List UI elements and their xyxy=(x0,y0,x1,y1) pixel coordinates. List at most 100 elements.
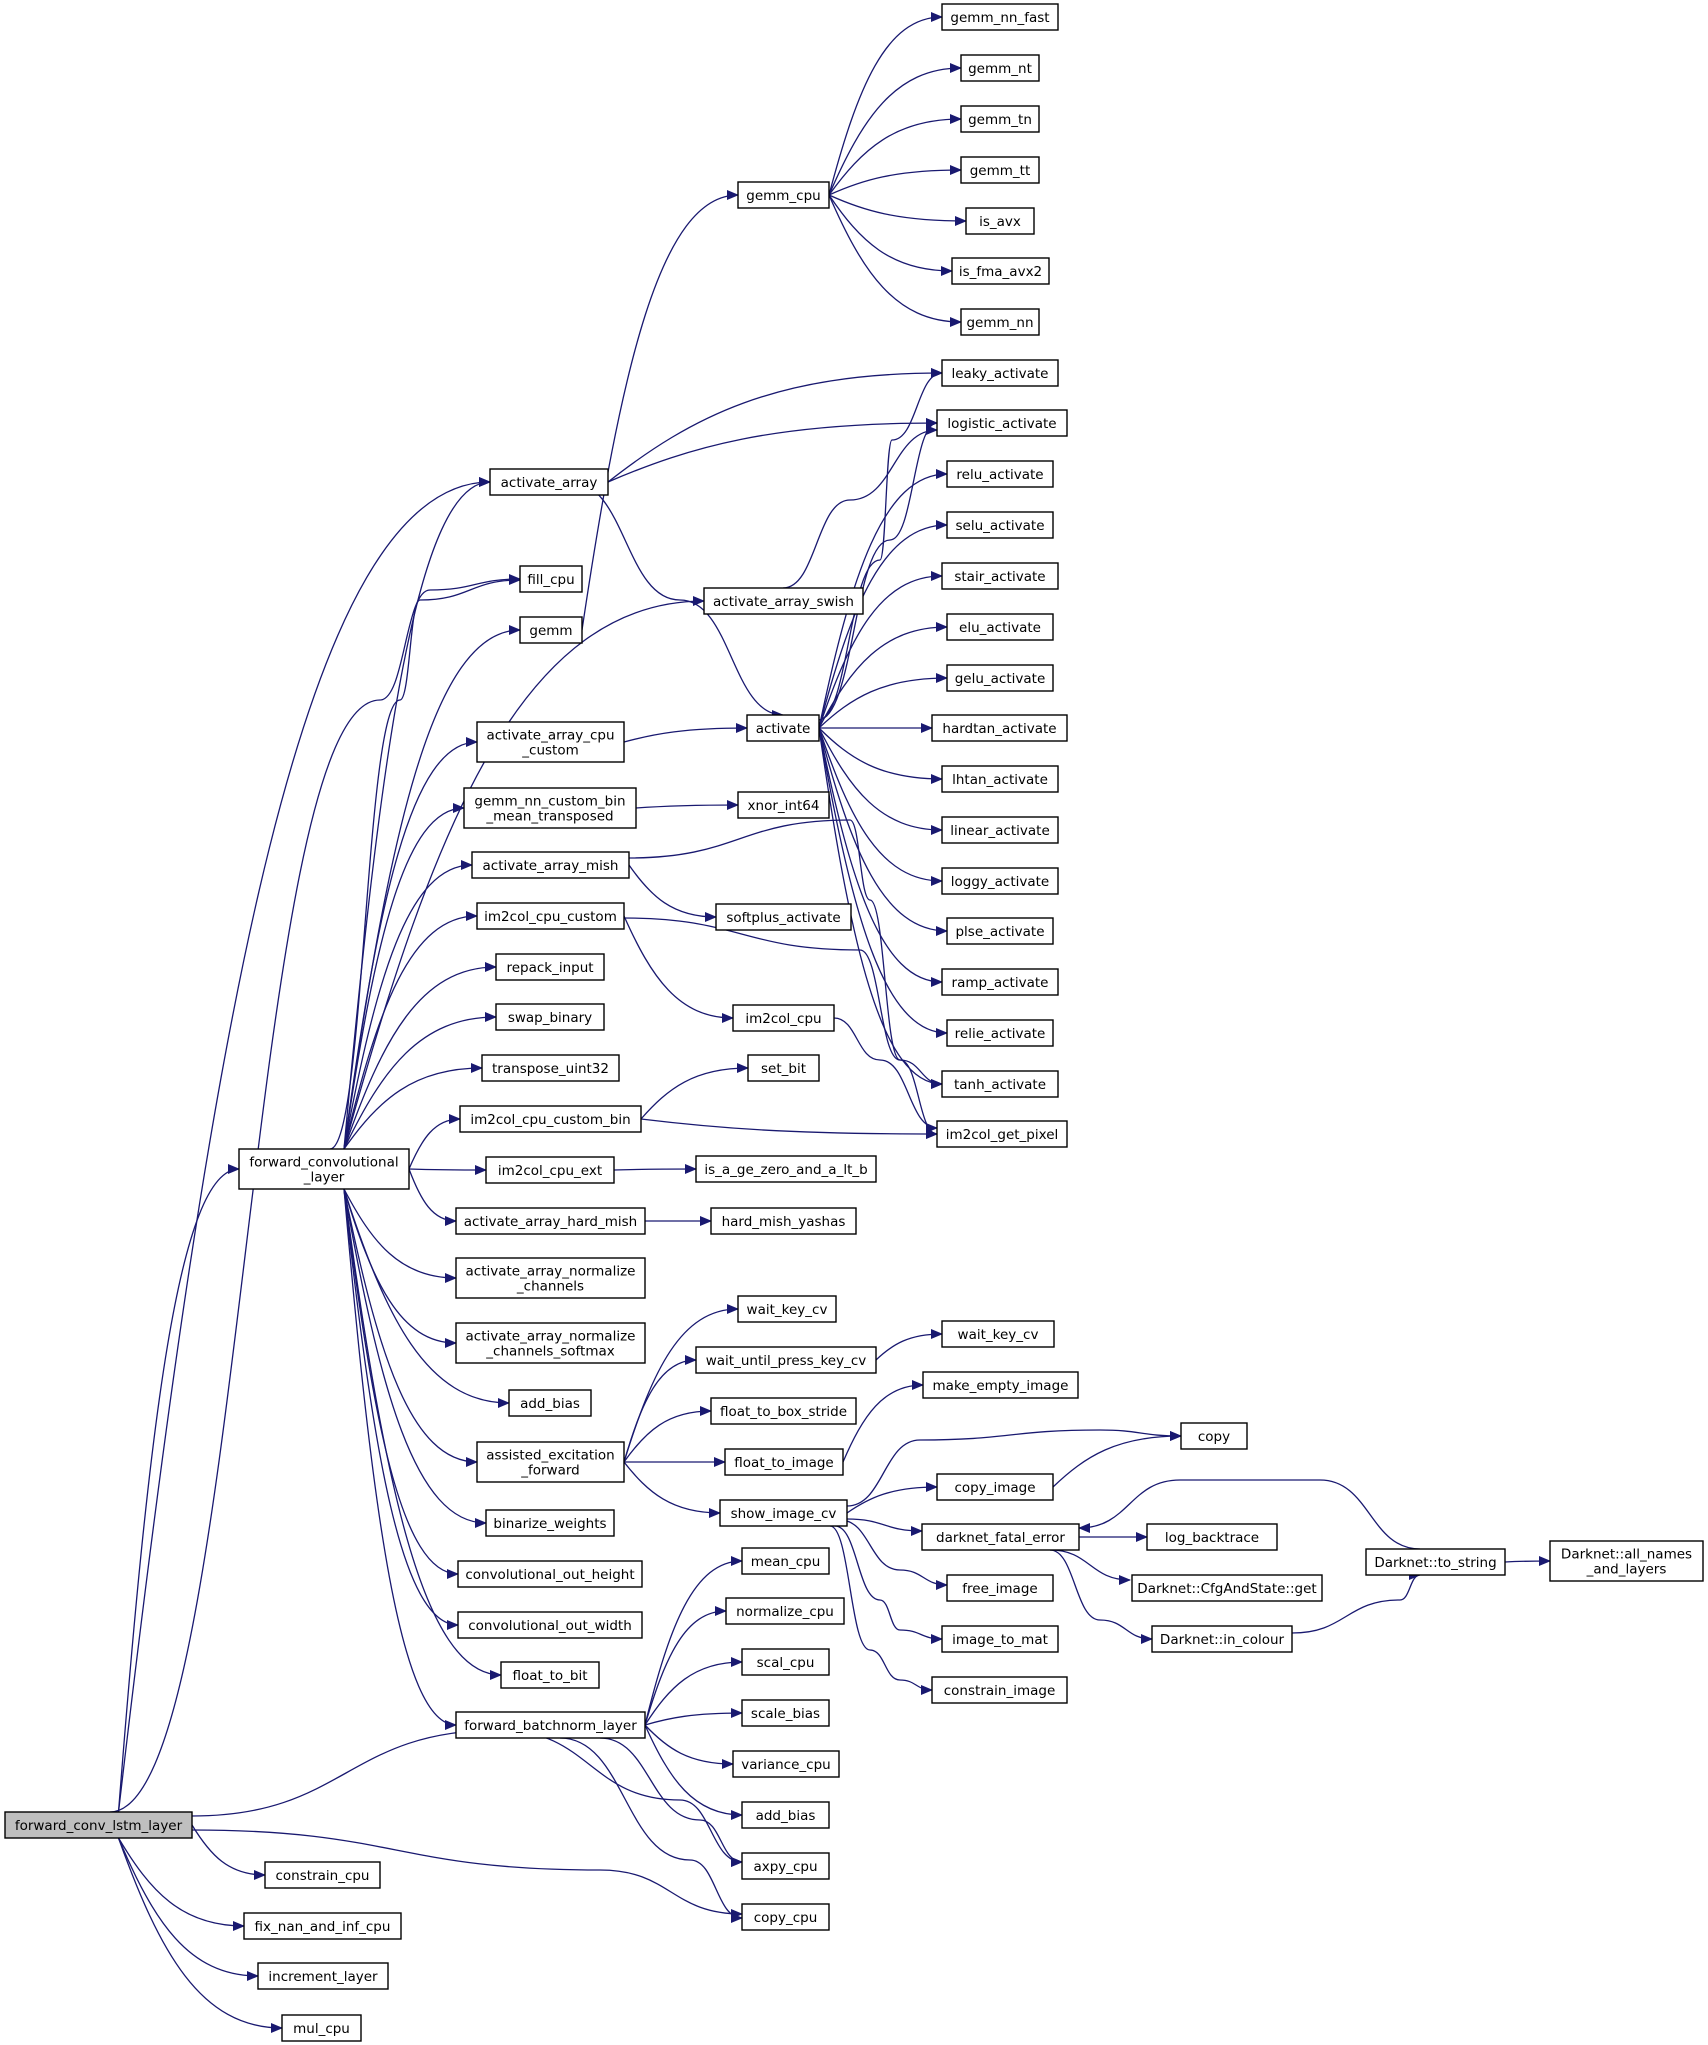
node-aacc[interactable]: activate_array_cpu_custom xyxy=(476,721,625,763)
node-stair[interactable]: stair_activate xyxy=(941,562,1059,590)
node-all-names[interactable]: Darknet::all_names_and_layers xyxy=(1549,1540,1704,1582)
node-gnncb[interactable]: gemm_nn_custom_bin_mean_transposed xyxy=(463,787,637,829)
node-set-bit[interactable]: set_bit xyxy=(747,1054,820,1082)
node-leaky[interactable]: leaky_activate xyxy=(941,359,1059,387)
node-increment-layer[interactable]: increment_layer xyxy=(257,1962,389,1990)
node-gemm-nt[interactable]: gemm_nt xyxy=(960,54,1040,82)
node-im2col-ccb[interactable]: im2col_cpu_custom_bin xyxy=(459,1105,642,1133)
node-is-avx[interactable]: is_avx xyxy=(965,207,1035,235)
node-gemm-tt[interactable]: gemm_tt xyxy=(960,156,1040,184)
node-swap-binary[interactable]: swap_binary xyxy=(495,1003,605,1031)
node-binarize-weights[interactable]: binarize_weights xyxy=(485,1509,615,1537)
node-selu[interactable]: selu_activate xyxy=(946,511,1054,539)
node-plse[interactable]: plse_activate xyxy=(946,917,1054,945)
node-label: im2col_cpu_ext xyxy=(498,1163,602,1179)
node-copy-image[interactable]: copy_image xyxy=(936,1473,1054,1501)
node-im2col-get-pixel[interactable]: im2col_get_pixel xyxy=(936,1120,1068,1148)
node-softplus[interactable]: softplus_activate xyxy=(715,903,852,931)
node-fix-nan[interactable]: fix_nan_and_inf_cpu xyxy=(243,1912,402,1940)
node-normalize-cpu[interactable]: normalize_cpu xyxy=(725,1597,845,1625)
node-to-string[interactable]: Darknet::to_string xyxy=(1365,1548,1506,1576)
node-lhtan[interactable]: lhtan_activate xyxy=(941,765,1059,793)
node-linear[interactable]: linear_activate xyxy=(941,816,1059,844)
node-float-to-image[interactable]: float_to_image xyxy=(724,1448,844,1476)
node-constrain-cpu[interactable]: constrain_cpu xyxy=(264,1861,381,1889)
node-label: activate_array_normalize xyxy=(466,1329,636,1345)
node-fcl[interactable]: forward_convolutional_layer xyxy=(238,1148,410,1190)
node-fill-cpu[interactable]: fill_cpu xyxy=(519,565,583,593)
node-coh[interactable]: convolutional_out_height xyxy=(457,1560,643,1588)
node-copy-cpu[interactable]: copy_cpu xyxy=(741,1903,830,1931)
node-gemm-nn-fast[interactable]: gemm_nn_fast xyxy=(941,3,1059,31)
node-aahm[interactable]: activate_array_hard_mish xyxy=(455,1207,646,1235)
node-make-empty-image[interactable]: make_empty_image xyxy=(922,1371,1079,1399)
node-activate-array[interactable]: activate_array xyxy=(489,468,609,496)
node-gemm-tn[interactable]: gemm_tn xyxy=(960,105,1040,133)
node-ramp[interactable]: ramp_activate xyxy=(941,968,1059,996)
node-mul-cpu[interactable]: mul_cpu xyxy=(281,2014,362,2042)
edge-fcl-to-gnncb xyxy=(343,803,465,1150)
node-im2col-cc[interactable]: im2col_cpu_custom xyxy=(476,902,625,930)
node-cfg-get[interactable]: Darknet::CfgAndState::get xyxy=(1131,1574,1323,1602)
node-logistic[interactable]: logistic_activate xyxy=(936,409,1068,437)
node-is-a-ge[interactable]: is_a_ge_zero_and_a_lt_b xyxy=(695,1155,877,1183)
edge-gemm_cpu-to-gemm_tn xyxy=(828,114,962,196)
node-cow[interactable]: convolutional_out_width xyxy=(457,1611,643,1639)
node-tanh[interactable]: tanh_activate xyxy=(941,1070,1059,1098)
node-box xyxy=(455,1257,646,1299)
node-aaswish[interactable]: activate_array_swish xyxy=(703,587,864,615)
node-hardtan[interactable]: hardtan_activate xyxy=(931,714,1068,742)
node-im2col-cpu[interactable]: im2col_cpu xyxy=(732,1004,835,1032)
node-ftbs[interactable]: float_to_box_stride xyxy=(710,1397,857,1425)
node-is-fma-avx2[interactable]: is_fma_avx2 xyxy=(951,257,1050,285)
edge-fbl-to-add_bias_2 xyxy=(644,1724,743,1820)
node-gelu[interactable]: gelu_activate xyxy=(946,664,1054,692)
node-loggy[interactable]: loggy_activate xyxy=(941,867,1059,895)
node-constrain-image[interactable]: constrain_image xyxy=(931,1676,1068,1704)
node-aancs[interactable]: activate_array_normalize_channels_softma… xyxy=(455,1322,646,1364)
node-wait-key-cv-1[interactable]: wait_key_cv xyxy=(737,1295,837,1323)
node-elu[interactable]: elu_activate xyxy=(946,613,1054,641)
node-im2col-ext[interactable]: im2col_cpu_ext xyxy=(485,1156,615,1184)
node-box xyxy=(476,721,625,763)
node-gemm[interactable]: gemm xyxy=(519,616,583,644)
edge-activate-to-tanh xyxy=(818,727,943,1089)
node-fbl[interactable]: forward_batchnorm_layer xyxy=(455,1711,646,1739)
node-scal-cpu[interactable]: scal_cpu xyxy=(741,1648,830,1676)
node-add-bias-1[interactable]: add_bias xyxy=(508,1389,592,1417)
edge-float_to_image-to-make_empty_image xyxy=(842,1380,924,1463)
node-aef[interactable]: assisted_excitation_forward xyxy=(476,1441,625,1483)
node-scale-bias[interactable]: scale_bias xyxy=(741,1699,830,1727)
node-wupk[interactable]: wait_until_press_key_cv xyxy=(695,1346,877,1374)
node-log-backtrace[interactable]: log_backtrace xyxy=(1146,1523,1278,1551)
node-relu[interactable]: relu_activate xyxy=(946,460,1054,488)
node-image-to-mat[interactable]: image_to_mat xyxy=(941,1625,1059,1653)
node-gemm-cpu[interactable]: gemm_cpu xyxy=(737,181,830,209)
node-gemm-nn[interactable]: gemm_nn xyxy=(960,308,1040,336)
node-box xyxy=(457,1611,643,1639)
node-variance-cpu[interactable]: variance_cpu xyxy=(732,1750,840,1778)
node-aanc[interactable]: activate_array_normalize_channels xyxy=(455,1257,646,1299)
node-in-colour[interactable]: Darknet::in_colour xyxy=(1151,1625,1293,1653)
node-hmy[interactable]: hard_mish_yashas xyxy=(710,1207,857,1235)
node-free-image[interactable]: free_image xyxy=(946,1574,1054,1602)
node-xnor-int64[interactable]: xnor_int64 xyxy=(737,791,830,819)
node-transpose-uint32[interactable]: transpose_uint32 xyxy=(481,1054,620,1082)
node-root[interactable]: forward_conv_lstm_layer xyxy=(4,1811,193,1839)
node-repack-input[interactable]: repack_input xyxy=(495,953,605,981)
node-copy[interactable]: copy xyxy=(1180,1422,1248,1450)
node-aamish[interactable]: activate_array_mish xyxy=(471,851,630,879)
node-relie[interactable]: relie_activate xyxy=(946,1019,1054,1047)
node-activate[interactable]: activate xyxy=(746,714,820,742)
node-wait-key-cv-2[interactable]: wait_key_cv xyxy=(941,1320,1055,1348)
node-add-bias-2[interactable]: add_bias xyxy=(741,1801,830,1829)
node-label: mean_cpu xyxy=(751,1554,821,1570)
node-dfe[interactable]: darknet_fatal_error xyxy=(921,1523,1080,1551)
node-show-image-cv[interactable]: show_image_cv xyxy=(719,1499,848,1527)
node-mean-cpu[interactable]: mean_cpu xyxy=(741,1547,830,1575)
node-label: fix_nan_and_inf_cpu xyxy=(255,1919,391,1935)
node-label: Darknet::all_names xyxy=(1561,1547,1692,1563)
node-label: wait_key_cv xyxy=(958,1327,1039,1343)
node-float-to-bit[interactable]: float_to_bit xyxy=(500,1661,600,1689)
node-axpy-cpu[interactable]: axpy_cpu xyxy=(741,1852,830,1880)
